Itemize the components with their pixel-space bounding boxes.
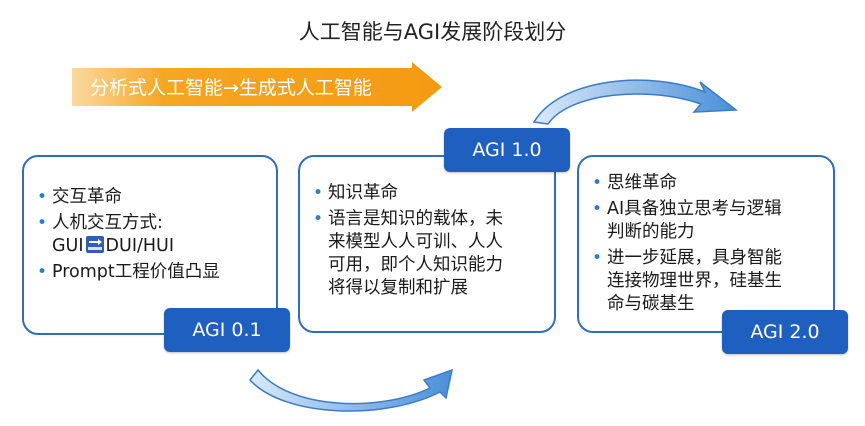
bullet-item: AI具备独立思考与逻辑 判断的能力	[589, 198, 782, 244]
dui-hui-text: DUI/HUI	[105, 236, 175, 256]
bullet-item: 思维革命	[589, 172, 782, 195]
bullet-text: 进一步延展，具身智能	[607, 248, 782, 268]
bullet-item: 知识革命	[310, 182, 503, 205]
bullet-text: 思维革命	[607, 173, 677, 193]
bullet-text: 来模型人人可训、人人	[328, 232, 503, 252]
bullet-text: 交互革命	[52, 187, 122, 207]
bullet-text: 可用，即个人知识能力	[328, 255, 503, 275]
bullet-item: 人机交互方式: GUI DUI/HUI	[34, 212, 220, 258]
bullet-item: 进一步延展，具身智能 连接物理世界，硅基生 命与碳基生	[589, 247, 782, 316]
card-agi-2-0: 思维革命 AI具备独立思考与逻辑 判断的能力 进一步延展，具身智能 连接物理世界…	[577, 155, 835, 333]
banner-text: 分析式人工智能→生成式人工智能	[90, 77, 372, 99]
bullet-item: 交互革命	[34, 186, 220, 209]
bullet-text: 人机交互方式:	[52, 213, 163, 233]
bullet-text: 连接物理世界，硅基生	[607, 271, 782, 291]
bullet-text: 命与碳基生	[607, 294, 695, 314]
banner-arrow-shape	[72, 62, 442, 112]
bullet-text: AI具备独立思考与逻辑	[607, 199, 782, 219]
soon-arrow-icon	[85, 236, 104, 253]
page-title: 人工智能与AGI发展阶段划分	[298, 20, 567, 44]
bullet-item: Prompt工程价值凸显	[34, 261, 220, 284]
gui-text: GUI	[52, 236, 84, 256]
card-agi-1-0: 知识革命 语言是知识的载体，未 来模型人人可训、人人 可用，即个人知识能力 将得…	[298, 155, 556, 333]
label-agi-1-0: AGI 1.0	[444, 128, 570, 172]
bullet-text: 判断的能力	[607, 222, 695, 242]
card-agi-0-1: 交互革命 人机交互方式: GUI DUI/HUI Prompt工程价值凸显	[22, 155, 278, 335]
evolution-banner: 分析式人工智能→生成式人工智能	[72, 62, 442, 112]
label-agi-0-1: AGI 0.1	[164, 308, 290, 352]
bullet-text: 将得以复制和扩展	[328, 278, 468, 298]
label-agi-2-0: AGI 2.0	[722, 310, 848, 354]
bullet-item: 语言是知识的载体，未 来模型人人可训、人人 可用，即个人知识能力 将得以复制和扩…	[310, 208, 503, 300]
bullet-text: 语言是知识的载体，未	[328, 209, 503, 229]
bullet-text: Prompt工程价值凸显	[52, 262, 220, 282]
bullet-text: 知识革命	[328, 183, 398, 203]
bullet-text-line: GUI DUI/HUI	[52, 235, 220, 258]
